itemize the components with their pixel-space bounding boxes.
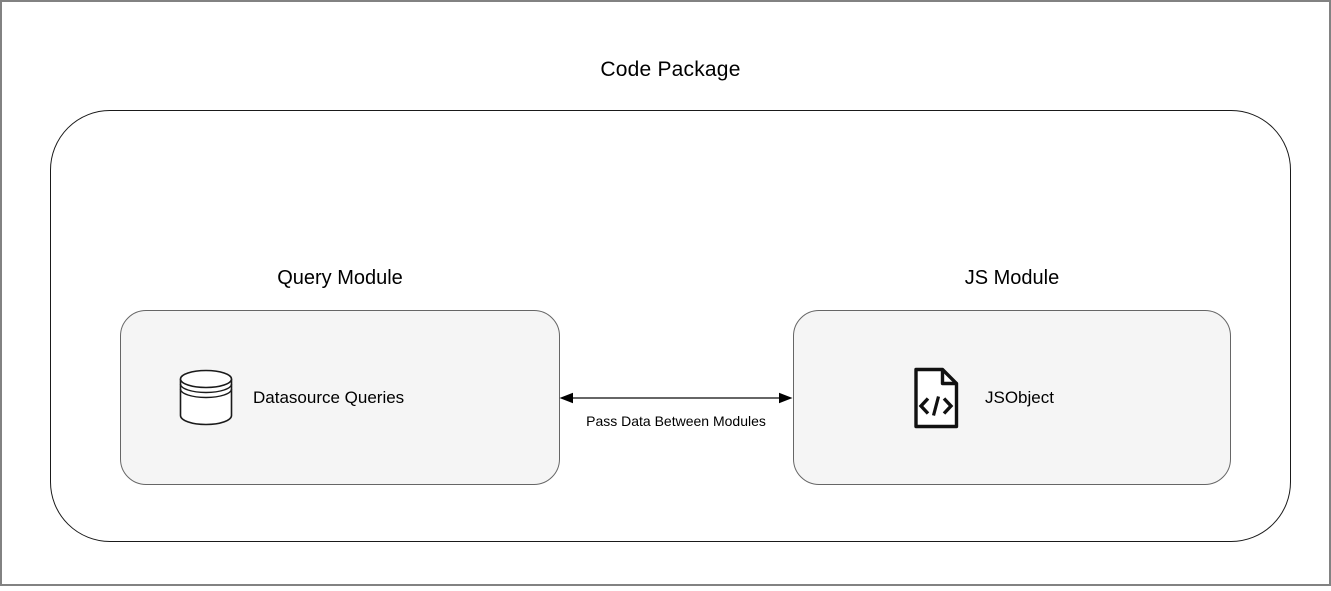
- query-module-label: Query Module: [277, 267, 403, 289]
- js-module-box: JSObject: [793, 310, 1231, 485]
- code-file-icon: [913, 367, 959, 429]
- js-module-label: JS Module: [964, 267, 1060, 289]
- double-arrow-icon: [559, 392, 793, 404]
- database-cylinder-icon: [179, 369, 233, 426]
- query-module-box: Datasource Queries: [120, 310, 560, 485]
- diagram-title: Code Package: [600, 58, 741, 81]
- jsobject-label: JSObject: [985, 387, 1054, 407]
- connector-label: Pass Data Between Modules: [586, 413, 766, 429]
- datasource-queries-label: Datasource Queries: [253, 387, 405, 407]
